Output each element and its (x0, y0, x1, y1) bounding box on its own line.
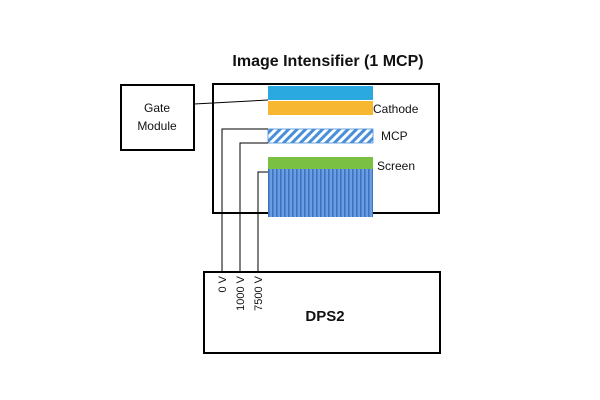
gate-wire (193, 99, 269, 105)
gate-module-label-line1: Gate (144, 101, 170, 115)
mcp-label: MCP (381, 129, 408, 143)
wire-7500v (257, 171, 268, 272)
cathode-top-layer (268, 86, 373, 100)
dps2-box (203, 271, 441, 354)
dps2-label: DPS2 (305, 308, 344, 325)
cathode-bottom-layer (268, 101, 373, 115)
voltage-label-1000v: 1000 V (235, 275, 247, 311)
mcp-layer (267, 128, 374, 144)
voltage-label-7500v: 7500 V (253, 275, 265, 311)
fiber-optic-block (268, 169, 373, 217)
screen-layer (268, 157, 373, 169)
wire-1000v (239, 142, 268, 272)
screen-label: Screen (377, 159, 415, 173)
gate-module-box (120, 84, 195, 151)
cathode-label: Cathode (373, 102, 419, 116)
voltage-label-0v: 0 V (217, 275, 229, 292)
wire-0v (221, 128, 268, 272)
gate-module-label-line2: Module (137, 119, 177, 133)
diagram-title: Image Intensifier (1 MCP) (232, 53, 423, 70)
